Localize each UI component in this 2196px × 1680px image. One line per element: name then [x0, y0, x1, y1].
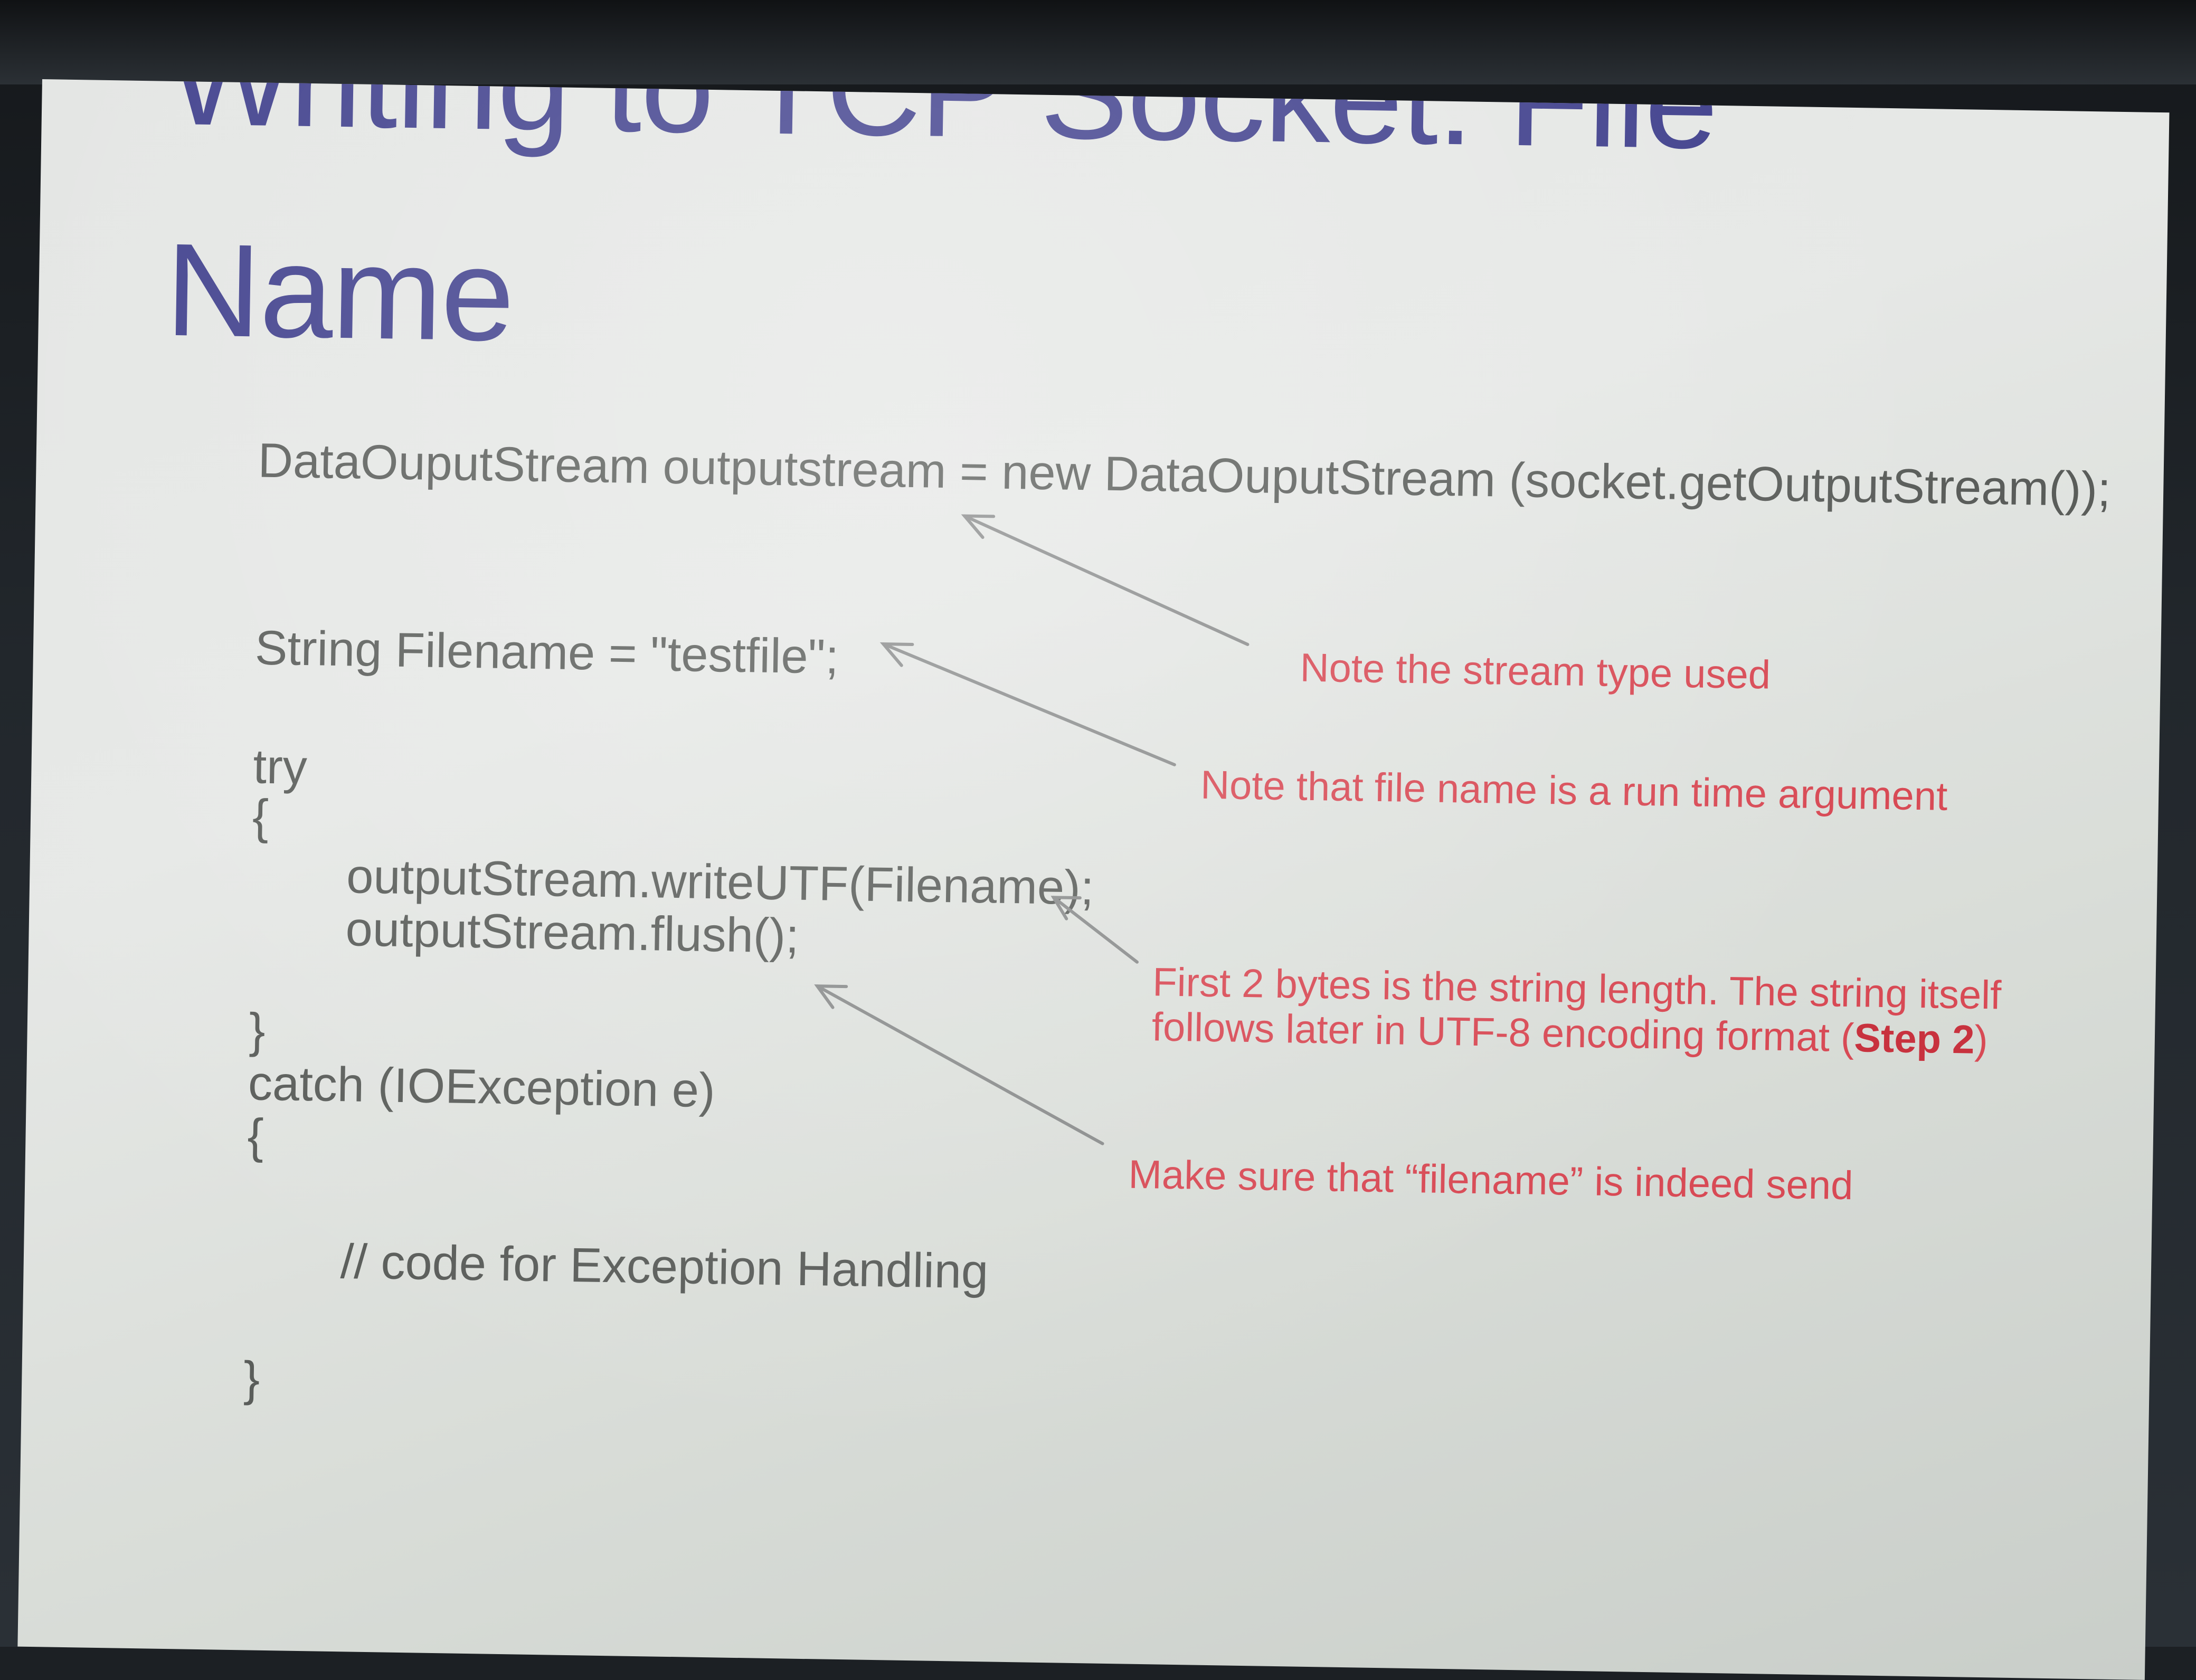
arrow-string-length [1050, 896, 1139, 964]
presentation-slide: Writing to TCP Socket: File Name DataOup… [17, 79, 2170, 1680]
arrow-stream-type [961, 514, 1250, 646]
annotation-arrows [814, 514, 1250, 1145]
arrow-send [814, 984, 1104, 1145]
monitor-bezel [0, 0, 2196, 84]
arrow-file-name [879, 642, 1176, 766]
